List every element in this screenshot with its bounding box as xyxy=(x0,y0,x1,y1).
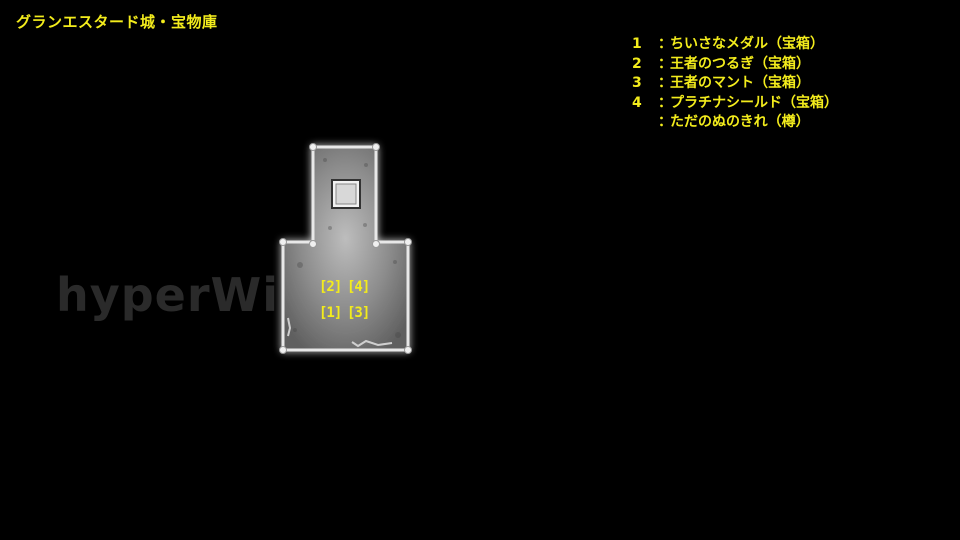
legend-number: 1 xyxy=(632,36,642,52)
chest-label-4: [4] xyxy=(347,279,370,295)
watermark: hyperWiki xyxy=(56,268,328,322)
legend-separator: ： xyxy=(658,75,672,91)
room-walls xyxy=(281,145,410,352)
legend-text: 王者のつるぎ（宝箱） xyxy=(670,55,810,72)
legend-number: 3 xyxy=(632,75,642,91)
pillar-markers xyxy=(279,143,412,354)
map-title: グランエスタード城・宝物庫 xyxy=(16,13,218,31)
floor-debris xyxy=(287,317,393,348)
legend-item: 3 ： 王者のマント（宝箱） xyxy=(632,74,838,94)
legend-item: 2 ： 王者のつるぎ（宝箱） xyxy=(632,55,838,75)
legend-separator: ： xyxy=(658,94,672,111)
item-legend: 1 ： ちいさなメダル（宝箱） 2 ： 王者のつるぎ（宝箱） 3 ： 王者のマン… xyxy=(632,35,838,133)
chest-label-3: [3] xyxy=(347,305,370,321)
floor-texture xyxy=(293,158,401,338)
legend-item: 1 ： ちいさなメダル（宝箱） xyxy=(632,35,838,55)
legend-number: 2 xyxy=(632,55,642,72)
legend-text: ちいさなメダル（宝箱） xyxy=(670,36,824,52)
legend-separator: ： xyxy=(658,36,672,52)
chest-label-2: [2] xyxy=(319,279,342,295)
legend-separator: ： xyxy=(658,114,672,130)
legend-text: 王者のマント（宝箱） xyxy=(670,75,810,91)
legend-text: ただのぬのきれ（樽） xyxy=(670,114,810,130)
legend-text: プラチナシールド（宝箱） xyxy=(670,94,838,111)
chest-label-1: [1] xyxy=(319,305,342,321)
legend-item: ： ただのぬのきれ（樽） xyxy=(632,113,838,133)
legend-number: 4 xyxy=(632,94,642,111)
legend-separator: ： xyxy=(658,55,672,72)
staircase xyxy=(331,179,361,209)
legend-item: 4 ： プラチナシールド（宝箱） xyxy=(632,94,838,114)
